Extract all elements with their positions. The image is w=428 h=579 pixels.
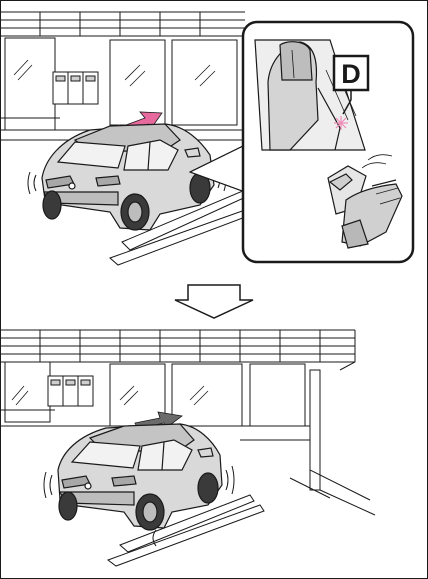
- down-arrow-icon: [175, 285, 253, 318]
- bins-top: [53, 72, 98, 104]
- building-canopy-top: [0, 12, 245, 36]
- bins-bottom: [48, 376, 93, 406]
- gear-indicator-highlight: [334, 116, 348, 130]
- scene-before: D: [0, 12, 413, 265]
- gear-letter-label: D: [341, 59, 361, 89]
- car-bottom: [58, 424, 222, 530]
- storefront-top: [0, 38, 245, 140]
- inset-panel: D: [243, 22, 413, 262]
- scene-after: [0, 330, 375, 566]
